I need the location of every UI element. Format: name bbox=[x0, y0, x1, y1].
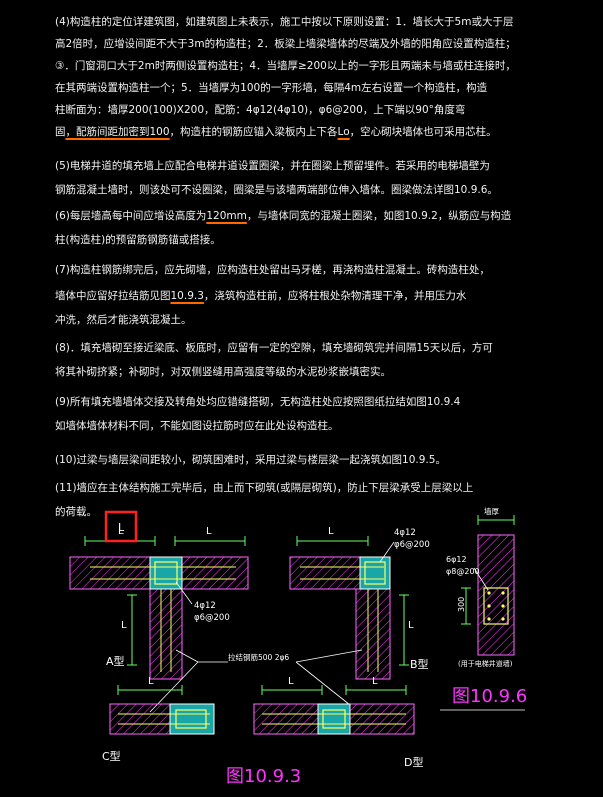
lintel-dim-300: 300 bbox=[457, 597, 466, 612]
type-c-dim-l: L bbox=[148, 676, 154, 687]
note-n5b-text: 钢筋混凝土墙时，则该处可不设圈梁，圈梁是与该墙两端部位伸入墙体。圈梁做法详图10… bbox=[55, 184, 498, 196]
note-n6a-hl1: 120mm bbox=[206, 210, 247, 222]
note-n8a-text: (8)．填充墙砌至接近梁底、板底时，应留有一定的空隙，填充墙砌筑完并间隔15天以… bbox=[55, 342, 493, 354]
type-a-dim-l-vertical: L bbox=[121, 620, 127, 631]
type-d-dim-l-left: L bbox=[288, 676, 294, 687]
note-n4f-pre: 固 bbox=[55, 126, 66, 138]
note-line-n8b: 将其补砌挤紧；补砌时，对双侧竖缝用高强度等级的水泥砂浆嵌填密实。 bbox=[55, 366, 391, 379]
note-line-n7a: (7)构造柱钢筋绑完后，应先砌墙，应构造柱处留出马牙槎，再浇构造柱混凝土。砖构造… bbox=[55, 264, 490, 277]
type-a-wall-vertical bbox=[149, 588, 183, 680]
lintel-stirrup-label: φ8@200 bbox=[446, 567, 480, 576]
type-c-column bbox=[169, 703, 215, 735]
lintel-usage-note: (用于电梯井道墙) bbox=[458, 659, 513, 668]
type-a-detail: L L L 4φ12 φ6@200 A型 bbox=[69, 526, 249, 680]
note-line-n4b: 高2倍时，应增设间距不大于3m的构造柱；2．板梁上墙梁墙体的尽端及外墙的阳角应设… bbox=[55, 38, 516, 51]
note-line-n6b: 柱(构造柱)的预留筋钢筋锚或搭接。 bbox=[55, 234, 221, 247]
note-line-n8a: (8)．填充墙砌至接近梁底、板底时，应留有一定的空隙，填充墙砌筑完并间隔15天以… bbox=[55, 342, 493, 355]
note-n9b-text: 如墙体墙体材料不同，不能如图设拉筋时应在此处设构造柱。 bbox=[55, 420, 339, 432]
note-line-n4c: ③．门窗洞口大于2m时两侧设置构造柱；4．当墙厚≥200以上的一字形且两端未与墙… bbox=[55, 60, 516, 73]
figure-10-9-6-caption: 图10.9.6 bbox=[452, 686, 527, 707]
note-n11b-text: 的荷载。 bbox=[55, 506, 97, 518]
note-n4b-text: 高2倍时，应增设间距不大于3m的构造柱；2．板梁上墙梁墙体的尽端及外墙的阳角应设… bbox=[55, 38, 516, 50]
type-a-stirrup bbox=[154, 561, 178, 585]
note-line-n4a: (4)构造柱的定位详建筑图，如建筑图上未表示，施工中按以下原则设置：1．墙长大于… bbox=[55, 16, 513, 29]
note-line-n6a: (6)每层墙高每中间应增设高度为120mm，与墙体同宽的混凝土圈梁，如图10.9… bbox=[55, 210, 511, 223]
type-d-stirrup bbox=[322, 709, 346, 729]
type-c-stirrup bbox=[175, 709, 207, 729]
type-b-stirrup-label: φ6@200 bbox=[394, 540, 430, 550]
type-c-label: C型 bbox=[102, 749, 121, 763]
note-n4f-mid: ，构造柱的钢筋应锚入梁板内上下各 bbox=[169, 126, 338, 138]
type-a-label: A型 bbox=[106, 654, 125, 668]
lintel-rebar-label: 6φ12 bbox=[446, 555, 467, 564]
type-b-label: B型 bbox=[410, 657, 429, 671]
note-n4f-post: ，空心砌块墙体也可采用芯柱。 bbox=[349, 126, 497, 138]
note-n4d-text: 在其两端设置构造柱一个；5．当墙厚为100的一字形墙，每隔4m左右设置一个构造柱… bbox=[55, 82, 488, 94]
type-a-stirrup-label: φ6@200 bbox=[194, 613, 230, 623]
note-line-n7b: 墙体中应留好拉结筋见图10.9.3，浇筑构造柱前，应将柱根处杂物清理干净，并用压… bbox=[55, 290, 466, 303]
note-n4a-text: (4)构造柱的定位详建筑图，如建筑图上未表示，施工中按以下原则设置：1．墙长大于… bbox=[55, 16, 514, 28]
note-n7c-text: 冲洗，然后才能浇筑混凝土。 bbox=[55, 314, 192, 326]
type-a-dim-l-right: L bbox=[206, 526, 212, 537]
note-n9a-text: (9)所有填充墙墙体交接及转角处均应错缝搭砌，无构造柱处应按照图纸拉结如图10.… bbox=[55, 396, 461, 408]
note-line-n7c: 冲洗，然后才能浇筑混凝土。 bbox=[55, 314, 192, 327]
note-line-n9b: 如墙体墙体材料不同，不能如图设拉筋时应在此处设构造柱。 bbox=[55, 420, 339, 433]
note-line-n4e: 柱断面为：墙厚200(100)X200，配筋：4φ12(4φ10)，φ6@200… bbox=[55, 104, 465, 117]
note-n10-text: (10)过梁与墙层梁间距较小，砌筑困难时，采用过梁与楼层梁一起浇筑如图10.9.… bbox=[55, 454, 446, 466]
note-n7b-pre: 墙体中应留好拉结筋见图 bbox=[55, 290, 171, 302]
note-n4f-hl1: ，配筋间距加密到100 bbox=[65, 126, 170, 138]
type-a-dim-l-left: L bbox=[118, 526, 124, 537]
note-line-n11a: (11)墙应在主体结构施工完毕后，由上而下砌筑(或隔层砌筑)，防止下层梁承受上层… bbox=[55, 482, 473, 495]
lintel-stirrup bbox=[483, 587, 509, 625]
highlighted-dim-l: L bbox=[118, 521, 125, 534]
type-b-wall-vertical bbox=[355, 588, 391, 680]
type-d-detail: L L D型 bbox=[253, 676, 423, 769]
note-line-n5a: (5)电梯井道的填充墙上应配合电梯井道设置圈梁，并在圈梁上预留埋件。若采用的电梯… bbox=[55, 160, 490, 173]
note-n7b-hl1: 10.9.3 bbox=[170, 290, 204, 302]
note-line-n5b: 钢筋混凝土墙时，则该处可不设圈梁，圈梁是与该墙两端部位伸入墙体。圈梁做法详图10… bbox=[55, 184, 498, 197]
fig-10-9-6-detail: 墙厚 300 6φ12 φ8@200 (用于电梯井道墙) bbox=[440, 506, 525, 711]
note-line-n4d: 在其两端设置构造柱一个；5．当墙厚为100的一字形墙，每隔4m左右设置一个构造柱… bbox=[55, 82, 487, 95]
note-n6a-post: ，与墙体同宽的混凝土圈梁，如图10.9.2，纵筋应与构造 bbox=[246, 210, 512, 222]
note-line-n9a: (9)所有填充墙墙体交接及转角处均应错缝搭砌，无构造柱处应按照图纸拉结如图10.… bbox=[55, 396, 460, 409]
note-n6b-text: 柱(构造柱)的预留筋钢筋锚或搭接。 bbox=[55, 234, 221, 246]
type-c-detail: L C型 bbox=[102, 676, 215, 763]
lintel-wall bbox=[477, 534, 515, 656]
type-a-rebar-label: 4φ12 bbox=[194, 601, 216, 611]
type-b-detail: L L 4φ12 φ6@200 B型 bbox=[289, 526, 430, 680]
note-n4e-text: 柱断面为：墙厚200(100)X200，配筋：4φ12(4φ10)，φ6@200… bbox=[55, 104, 466, 116]
highlight-box bbox=[104, 510, 138, 543]
tie-bar-label: 拉结钢筋500 2φ6 bbox=[228, 652, 289, 662]
note-n11a-text: (11)墙应在主体结构施工完毕后，由上而下砌筑(或隔层砌筑)，防止下层梁承受上层… bbox=[55, 482, 474, 494]
figure-10-9-3-caption: 图10.9.3 bbox=[226, 766, 301, 787]
note-n6a-pre: (6)每层墙高每中间应增设高度为 bbox=[55, 210, 207, 222]
type-b-dim-l-vertical: L bbox=[408, 620, 414, 631]
type-d-label: D型 bbox=[404, 755, 423, 769]
note-n7a-text: (7)构造柱钢筋绑完后，应先砌墙，应构造柱处留出马牙槎，再浇构造柱混凝土。砖构造… bbox=[55, 264, 490, 276]
note-line-n10: (10)过梁与墙层梁间距较小，砌筑困难时，采用过梁与楼层梁一起浇筑如图10.9.… bbox=[55, 454, 446, 467]
type-d-dim-l-right: L bbox=[372, 676, 378, 687]
type-b-rebar-label: 4φ12 bbox=[394, 528, 416, 538]
note-n8b-text: 将其补砌挤紧；补砌时，对双侧竖缝用高强度等级的水泥砂浆嵌填密实。 bbox=[55, 366, 391, 378]
note-line-n4f: 固，配筋间距加密到100，构造柱的钢筋应锚入梁板内上下各Lo，空心砌块墙体也可采… bbox=[55, 126, 497, 139]
note-line-n11b: 的荷载。 bbox=[55, 506, 97, 519]
note-n4f-hl2: Lo bbox=[337, 126, 350, 138]
type-b-dim-l-top: L bbox=[328, 526, 334, 537]
note-n5a-text: (5)电梯井道的填充墙上应配合电梯井道设置圈梁，并在圈梁上预留埋件。若采用的电梯… bbox=[55, 160, 490, 172]
note-n4c-text: ③．门窗洞口大于2m时两侧设置构造柱；4．当墙厚≥200以上的一字形且两端未与墙… bbox=[55, 60, 516, 72]
lintel-wall-thickness-label: 墙厚 bbox=[484, 506, 499, 516]
note-n7b-post: ，浇筑构造柱前，应将柱根处杂物清理干净，并用压力水 bbox=[203, 290, 467, 302]
type-b-stirrup bbox=[364, 561, 386, 585]
